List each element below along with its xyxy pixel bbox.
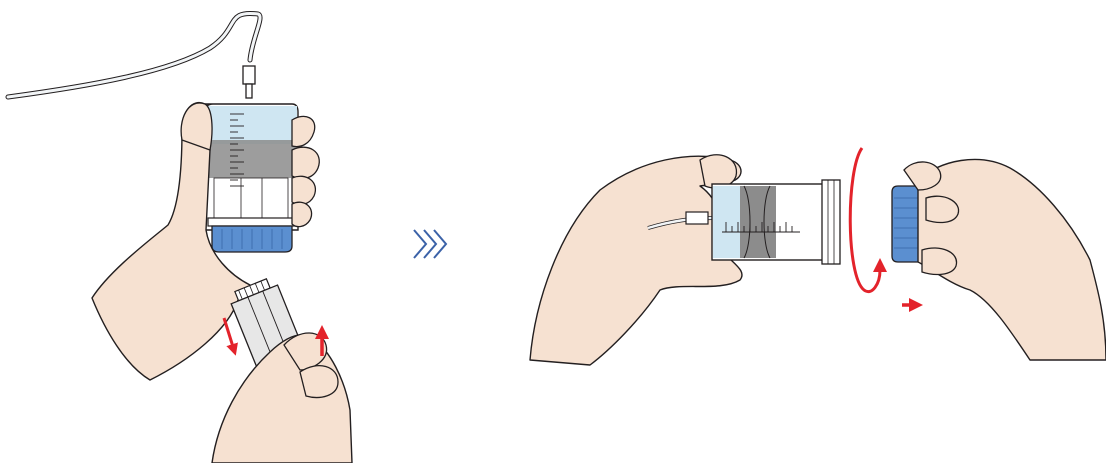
bottle-horizontal — [712, 180, 840, 264]
step-1-panel — [8, 13, 352, 463]
removed-blue-cap — [892, 186, 920, 262]
holding-hand — [530, 155, 742, 365]
tubing — [8, 13, 260, 98]
red-arrow-down-icon — [224, 318, 234, 350]
step-2-panel — [530, 148, 1106, 365]
twisting-hand — [904, 159, 1106, 360]
triple-chevron-right-icon — [414, 230, 446, 258]
collection-container — [205, 104, 298, 252]
right-hand-bottom — [212, 333, 352, 463]
tube-connector — [686, 212, 708, 224]
red-rotate-arrow-icon — [850, 148, 887, 292]
